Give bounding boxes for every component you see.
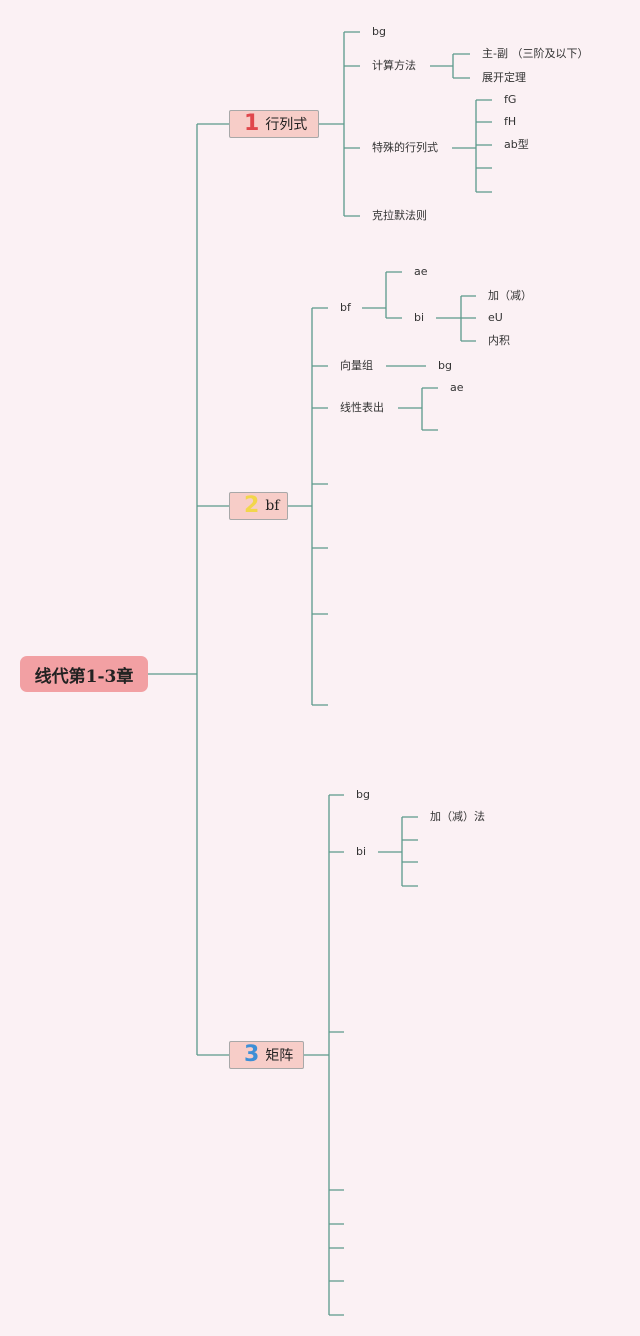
- t3-node-bg[interactable]: bg: [356, 788, 370, 801]
- topic-3[interactable]: 3 矩阵: [229, 1041, 304, 1069]
- linear-rep-connector: [398, 387, 438, 431]
- t1-node-special-det[interactable]: 特殊的行列式: [372, 141, 438, 154]
- topic-label-2: bf: [265, 498, 280, 514]
- root-connector: [148, 123, 229, 1056]
- t2-node-bi-leaf-1[interactable]: 加（减）: [488, 289, 532, 302]
- t1-node-cramer[interactable]: 克拉默法则: [372, 209, 427, 222]
- t1-node-special-leaf-3[interactable]: ab型: [504, 138, 529, 151]
- matrix-bi-connector: [378, 816, 418, 887]
- t3-node-bi-leaf-1[interactable]: 加（减）法: [430, 810, 485, 823]
- topic-number-3: 3: [244, 1042, 260, 1067]
- t1-node-special-leaf-1[interactable]: fG: [504, 93, 517, 106]
- topic2-connector: [288, 307, 328, 706]
- topic3-connector: [304, 794, 344, 1316]
- t3-node-bi[interactable]: bi: [356, 845, 367, 858]
- t2-node-bf-ae[interactable]: ae: [414, 265, 428, 278]
- root-node[interactable]: 线代第1-3章: [20, 656, 148, 692]
- t2-node-linear-ae[interactable]: ae: [450, 381, 464, 394]
- t1-node-calc-leaf-1[interactable]: 主-副 （三阶及以下）: [482, 47, 589, 60]
- topic-number-1: 1: [244, 111, 260, 136]
- topic-2[interactable]: 2 bf: [229, 492, 288, 520]
- topic1-connector: [319, 31, 360, 217]
- t2-node-bi-leaf-3[interactable]: 内积: [488, 334, 510, 347]
- t1-node-special-leaf-2[interactable]: fH: [504, 115, 517, 128]
- topic-1[interactable]: 1 行列式: [229, 110, 319, 138]
- t2-node-vector-group[interactable]: 向量组: [340, 359, 373, 372]
- calc-method-connector: [430, 53, 470, 79]
- bf-sub-connector: [362, 271, 402, 319]
- topic-label-1: 行列式: [265, 117, 308, 133]
- t2-node-vector-bg[interactable]: bg: [438, 359, 452, 372]
- t2-node-linear-rep[interactable]: 线性表出: [340, 401, 384, 414]
- t2-node-bi-leaf-2[interactable]: eU: [488, 311, 503, 324]
- t1-node-calc-method[interactable]: 计算方法: [372, 59, 416, 72]
- topic-number-2: 2: [244, 493, 260, 518]
- t1-node-calc-leaf-2[interactable]: 展开定理: [482, 71, 526, 84]
- t2-node-bf[interactable]: bf: [340, 301, 351, 314]
- t1-node-bg[interactable]: bg: [372, 25, 386, 38]
- bi-sub-connector: [436, 295, 476, 342]
- t2-node-bf-bi[interactable]: bi: [414, 311, 425, 324]
- topic-label-3: 矩阵: [265, 1048, 294, 1064]
- special-det-connector: [452, 99, 492, 193]
